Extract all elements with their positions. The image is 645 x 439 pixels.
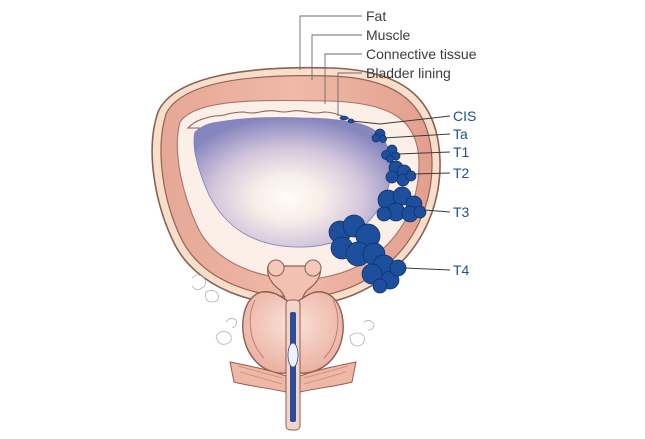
tumor-t2 (385, 160, 417, 187)
label-stage-cis: CIS (453, 108, 476, 124)
stage-leader-lines (351, 115, 451, 271)
layer-leader-lines (299, 15, 362, 116)
pelvic-floor-muscle (229, 361, 357, 393)
label-stage-ta: Ta (453, 126, 468, 142)
label-stage-t3: T3 (453, 204, 470, 220)
label-stage-t1: T1 (453, 144, 470, 160)
label-bladder-lining: Bladder lining (366, 65, 451, 81)
tumor-cis (339, 115, 355, 124)
label-stage-t2: T2 (453, 165, 470, 181)
bladder-lumen (193, 117, 392, 248)
tumor-t3 (376, 186, 427, 223)
label-stage-t4: T4 (453, 262, 470, 278)
label-connective-tissue: Connective tissue (366, 46, 477, 62)
label-fat: Fat (366, 8, 386, 24)
label-muscle: Muscle (366, 27, 411, 43)
tumor-t4 (328, 214, 407, 294)
surrounding-fatty-tissue (191, 274, 375, 347)
urethra (285, 299, 301, 431)
tumor-ta (371, 128, 387, 143)
